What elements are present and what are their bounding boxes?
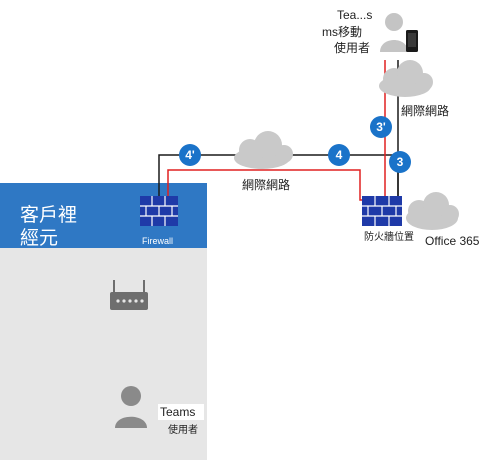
teams-user-label-bg xyxy=(158,404,204,420)
firewall-icon xyxy=(140,196,178,226)
customer-body xyxy=(0,248,207,460)
customer-title-line2: 經元 xyxy=(20,227,58,249)
cloud-icon xyxy=(379,60,433,97)
customer-title-line1: 客戶裡 xyxy=(20,204,77,226)
internet-top-label: 網際網路 xyxy=(401,103,449,118)
cloud-icon xyxy=(406,192,459,230)
svg-text:3: 3 xyxy=(397,155,404,169)
svg-text:4: 4 xyxy=(336,148,343,162)
badge-4: 4 xyxy=(328,144,350,166)
svg-text:3': 3' xyxy=(376,120,386,134)
remote-firewall-label: 防火牆位置 xyxy=(364,230,414,243)
teams-user-line2: 使用者 xyxy=(168,423,198,436)
router-icon xyxy=(110,280,148,310)
mobile-user-line3: 使用者 xyxy=(334,40,370,55)
customer-firewall-label: Firewall xyxy=(142,236,173,246)
svg-text:4': 4' xyxy=(185,148,195,162)
badge-4prime: 4' xyxy=(179,144,201,166)
cloud-icon xyxy=(234,131,293,169)
user-icon xyxy=(115,386,147,428)
internet-middle-label: 網際網路 xyxy=(242,177,290,192)
mobile-user-line2: ms移動 xyxy=(322,25,362,39)
firewall-icon xyxy=(362,196,402,226)
teams-user-line1: Teams xyxy=(160,405,195,419)
mobile-user-icon xyxy=(380,13,418,52)
office365-label: Office 365 xyxy=(425,234,480,248)
badge-3: 3 xyxy=(389,151,411,173)
badge-3prime: 3' xyxy=(370,116,392,138)
mobile-user-line1: Tea...s xyxy=(337,8,372,22)
